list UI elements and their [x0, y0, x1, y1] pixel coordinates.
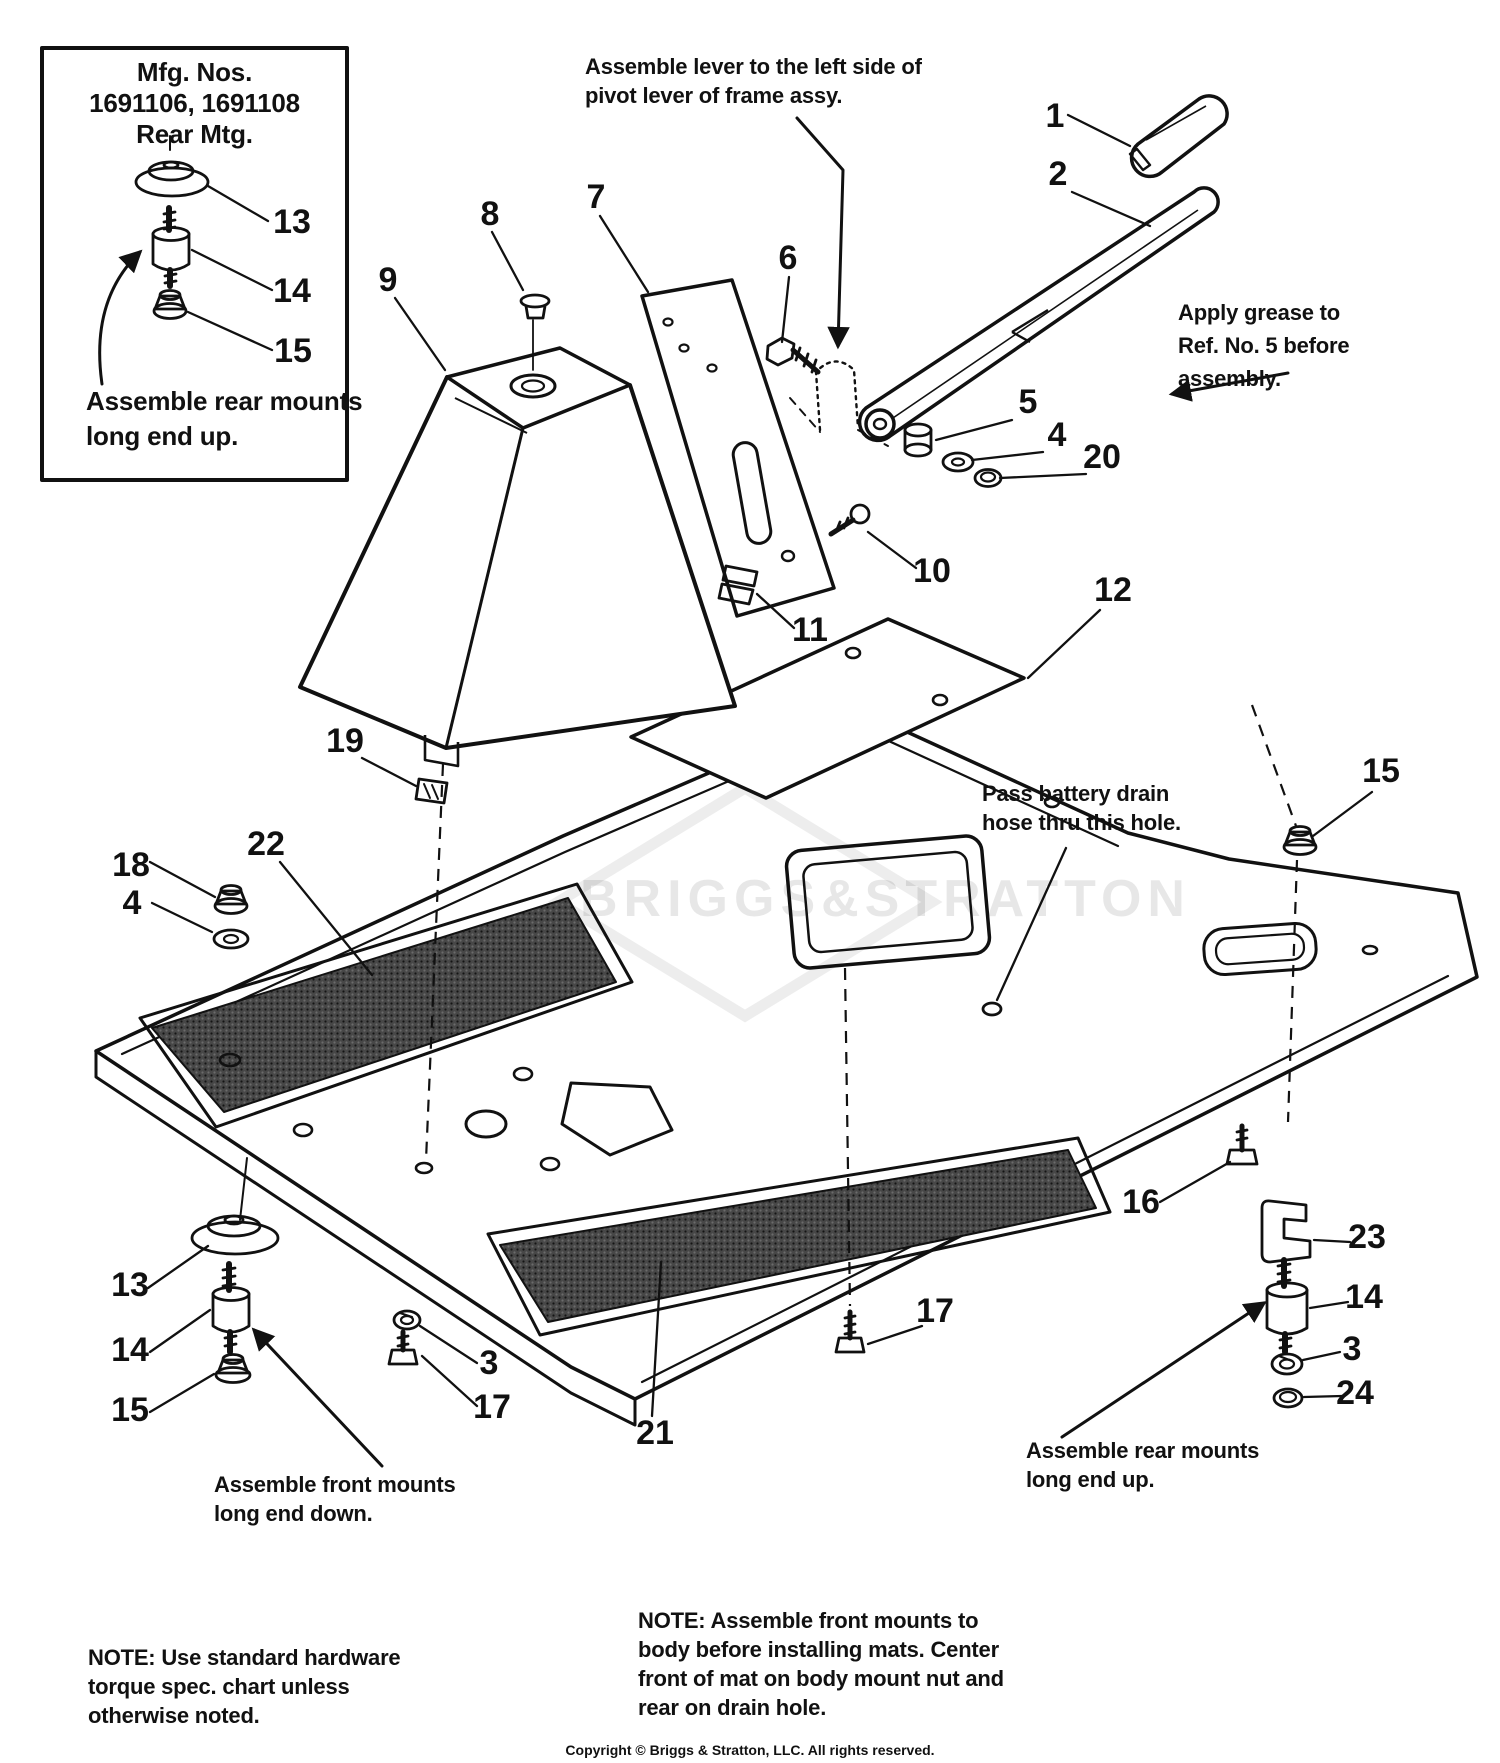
label-part-17-left: 17: [473, 1388, 511, 1426]
label-part-21: 21: [636, 1414, 674, 1452]
inset-label-15: 15: [274, 332, 312, 370]
label-part-4-left: 4: [123, 884, 142, 922]
inset-arrow: [98, 249, 143, 386]
label-part-20: 20: [1083, 438, 1121, 476]
label-part-17-center: 17: [916, 1292, 954, 1330]
mat-12-drawing: [629, 617, 1026, 800]
watermark-text: BRIGGS&STRATTON: [580, 870, 1191, 928]
label-part-22: 22: [247, 825, 285, 863]
dashed-lines: [424, 704, 1299, 1307]
inset-caption: Assemble rear mounts long end up.: [86, 386, 363, 451]
front-mounts-note: Assemble front mounts long end down.: [214, 1472, 456, 1526]
label-part-5: 5: [1019, 383, 1038, 421]
plate-7-drawing: [640, 278, 836, 618]
label-part-15-left: 15: [111, 1391, 149, 1429]
label-part-19: 19: [326, 722, 364, 760]
grip-1-drawing: [1128, 94, 1229, 179]
label-part-8: 8: [481, 195, 500, 233]
label-part-3-right: 3: [1343, 1330, 1362, 1368]
mats-note: NOTE: Assemble front mounts to body befo…: [638, 1608, 1004, 1720]
hardware-drawings: [190, 293, 1318, 1409]
inset-title: Mfg. Nos. 1691106, 1691108 Rear Mtg.: [89, 57, 300, 149]
cone-9-drawing: [298, 346, 737, 768]
label-part-6: 6: [779, 239, 798, 277]
leader-lines: [146, 113, 1374, 1418]
grease-note: Apply grease to Ref. No. 5 before assemb…: [1178, 300, 1350, 391]
rear-mounts-arrow: [1060, 1301, 1267, 1439]
label-part-23: 23: [1348, 1218, 1386, 1256]
label-part-14-right: 14: [1345, 1278, 1383, 1316]
label-part-4-right: 4: [1048, 416, 1067, 454]
label-part-13-left: 13: [111, 1266, 149, 1304]
inset-label-14: 14: [273, 272, 311, 310]
label-part-24: 24: [1336, 1374, 1374, 1412]
label-part-2: 2: [1049, 155, 1068, 193]
label-part-11: 11: [792, 611, 828, 649]
label-part-9: 9: [379, 261, 398, 299]
part-number-labels: 1 2 6 7 8 9 5 4 20 10 11 12 19 18 4 22 1…: [111, 97, 1400, 1452]
label-part-1: 1: [1046, 97, 1065, 135]
body-pan-drawing: [94, 707, 1479, 1427]
lever-2-drawing: [857, 186, 1220, 443]
lever-note-arrow: [795, 116, 850, 350]
annotation-arrows: [251, 116, 1290, 1468]
label-part-14-left: 14: [111, 1331, 149, 1369]
inset-box: 13 14 15: [40, 46, 349, 482]
label-part-16: 16: [1122, 1183, 1160, 1221]
torque-note: NOTE: Use standard hardware torque spec.…: [88, 1645, 401, 1728]
inset-label-13: 13: [273, 203, 311, 241]
rear-mounts-note: Assemble rear mounts long end up.: [1026, 1438, 1260, 1492]
battery-note: Pass battery drain hose thru this hole.: [982, 781, 1181, 835]
front-mounts-arrow: [251, 1327, 384, 1468]
label-part-7: 7: [587, 178, 606, 216]
label-part-3-left: 3: [480, 1344, 499, 1382]
battery-note-leader: [995, 846, 1068, 1002]
label-part-10: 10: [913, 552, 951, 590]
label-part-18: 18: [112, 846, 150, 884]
briggs-stratton-watermark: BRIGGS&STRATTON: [547, 781, 1191, 1023]
label-part-15-right: 15: [1362, 752, 1400, 790]
lever-note: Assemble lever to the left side of pivot…: [585, 54, 922, 108]
copyright-line: Copyright © Briggs & Stratton, LLC. All …: [565, 1742, 935, 1758]
grease-note-arrow: [1168, 371, 1290, 402]
label-part-12: 12: [1094, 571, 1132, 609]
